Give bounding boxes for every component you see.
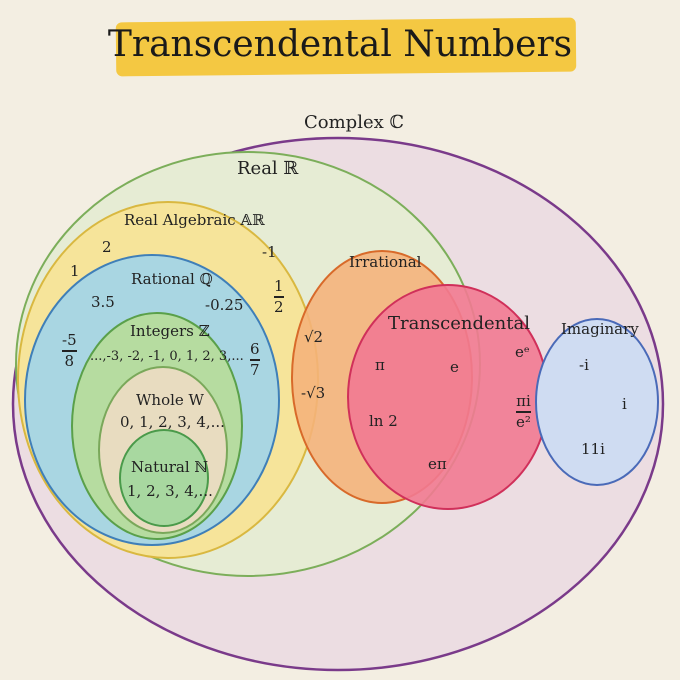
imaginary-region	[535, 318, 659, 486]
imaginary-example: i	[622, 395, 627, 413]
rational-example: -0.25	[205, 296, 244, 314]
transcendental-example: e	[450, 358, 459, 376]
fraction-bar	[250, 359, 260, 361]
imaginary-example: 11i	[581, 440, 605, 458]
fraction-bar	[516, 411, 531, 413]
rational-label: Rational ℚ	[131, 270, 213, 288]
fraction-denominator: 8	[64, 351, 75, 370]
transcendental-example: π	[375, 356, 385, 374]
fraction-numerator: πi	[516, 392, 531, 410]
whole-label: Whole W	[136, 391, 204, 409]
imaginary-label: Imaginary	[561, 320, 639, 338]
transcendental-label: Transcendental	[388, 313, 530, 334]
rational-example: 3.5	[91, 293, 115, 311]
whole-example: 0, 1, 2, 3, 4,...	[120, 413, 225, 431]
algebraic-example: 2	[102, 238, 112, 256]
natural-label: Natural ℕ	[131, 458, 209, 476]
irrational-example: -√3	[301, 384, 326, 402]
transcendental-example: ln 2	[369, 412, 398, 430]
irrational-label: Irrational	[349, 253, 422, 271]
algebraic-example: 1	[70, 262, 80, 280]
natural-region	[119, 429, 209, 527]
transcendental-fraction: πi e²	[516, 393, 531, 431]
fraction-numerator: 6	[250, 340, 260, 358]
fraction-denominator: e²	[516, 412, 531, 431]
algebraic-example: -1	[262, 243, 277, 261]
diagram-title: Transcendental Numbers	[107, 24, 573, 65]
integers-example: ...,-3, -2, -1, 0, 1, 2, 3,...	[90, 349, 244, 364]
complex-label: Complex ℂ	[304, 112, 404, 133]
integers-label: Integers ℤ	[130, 322, 210, 340]
fraction-numerator: 1	[274, 277, 284, 295]
fraction-bar	[62, 350, 77, 352]
fraction-bar	[274, 296, 284, 298]
real-label: Real ℝ	[237, 158, 299, 179]
natural-example: 1, 2, 3, 4,...	[127, 482, 213, 500]
transcendental-example: eᵉ	[515, 343, 530, 361]
imaginary-example: -i	[579, 356, 589, 374]
fraction-denominator: 2	[274, 297, 284, 316]
fraction-numerator: -5	[62, 331, 77, 349]
irrational-example: √2	[304, 328, 324, 346]
transcendental-example: eπ	[428, 455, 447, 473]
fraction-denominator: 7	[250, 360, 260, 379]
real-algebraic-label: Real Algebraic 𝔸ℝ	[124, 211, 265, 229]
